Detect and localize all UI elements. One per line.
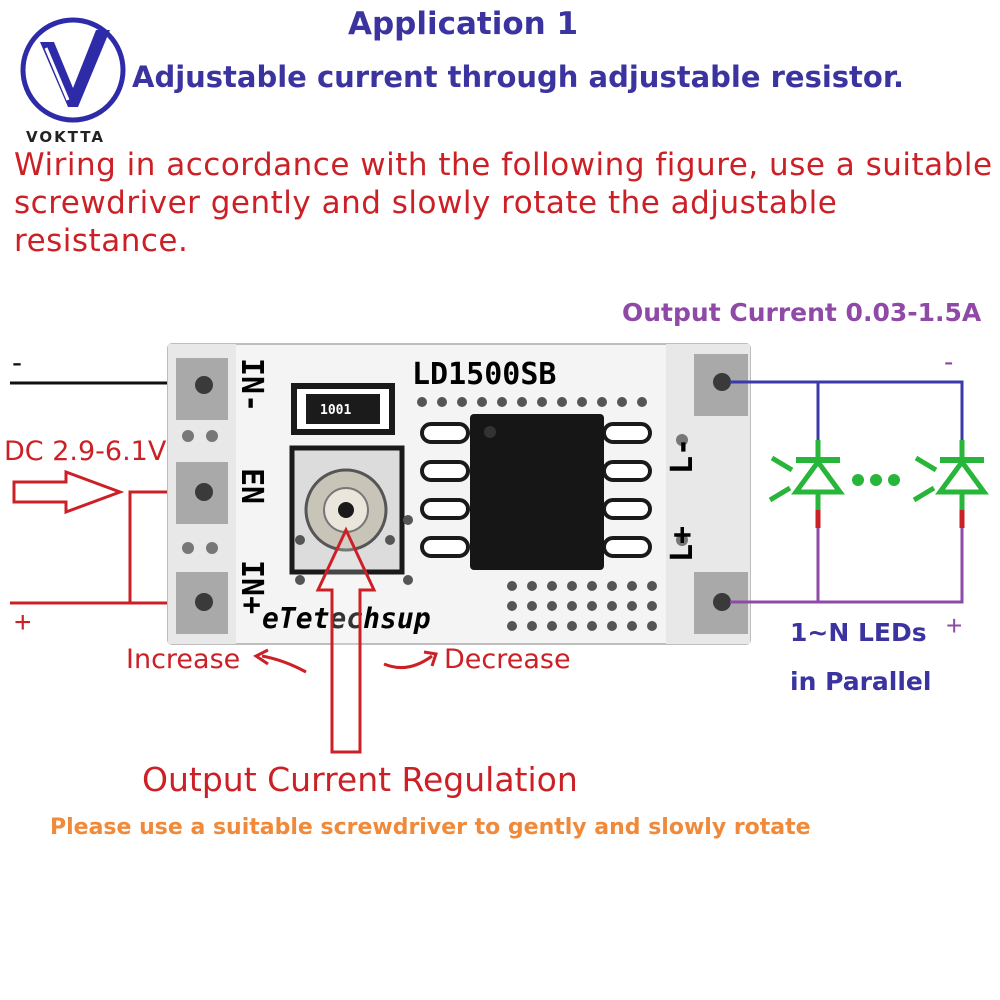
increase-arrow-icon [261, 654, 307, 674]
intro-text: Wiring in accordance with the following … [14, 147, 993, 259]
decrease-arrow-icon [383, 654, 433, 670]
input-minus-label: - [12, 346, 22, 379]
led-icon [768, 440, 845, 510]
pin-label-en: EN [234, 468, 269, 504]
page-title: Application 1 [348, 6, 579, 42]
ellipsis-dots [852, 474, 900, 486]
page-subtitle: Adjustable current through adjustable re… [132, 60, 905, 94]
resistor-code: 1001 [320, 403, 351, 418]
dc-input-arrow-icon [12, 469, 125, 515]
output-plus-label: + [946, 610, 963, 641]
led-icon [912, 440, 989, 510]
dc-voltage-label: DC 2.9-6.1V [4, 436, 167, 467]
chip-label: LD1500SB [412, 357, 557, 392]
output-minus-label: - [944, 346, 954, 377]
leds-label: 1~N LEDs [790, 618, 927, 647]
voktta-logo-icon [20, 17, 126, 123]
screwdriver-note: Please use a suitable screwdriver to gen… [50, 815, 811, 840]
brand-label: eTetechsup [262, 602, 431, 635]
decrease-label: Decrease [444, 644, 571, 675]
increase-label: Increase [126, 644, 241, 675]
pin-label-in-plus: IN+ [234, 560, 269, 614]
leds-parallel-label: in Parallel [790, 667, 932, 696]
input-plus-label: + [14, 606, 32, 639]
pcb-vias [295, 397, 657, 631]
output-minus-wire [730, 380, 964, 440]
adjust-pointer-arrow-icon [315, 526, 377, 754]
pin-label-in-minus: IN- [234, 358, 269, 412]
logo-text: VOKTTA [26, 128, 105, 146]
pin-label-l-plus: L+ [665, 526, 700, 562]
ic-chip [420, 414, 652, 570]
regulation-label: Output Current Regulation [142, 760, 578, 799]
output-current-label: Output Current 0.03-1.5A [622, 298, 982, 327]
smd-resistor-body [306, 394, 380, 424]
output-plus-wire [730, 510, 964, 604]
pin-label-l-minus: L- [665, 438, 700, 474]
pcb-pads [176, 354, 748, 634]
